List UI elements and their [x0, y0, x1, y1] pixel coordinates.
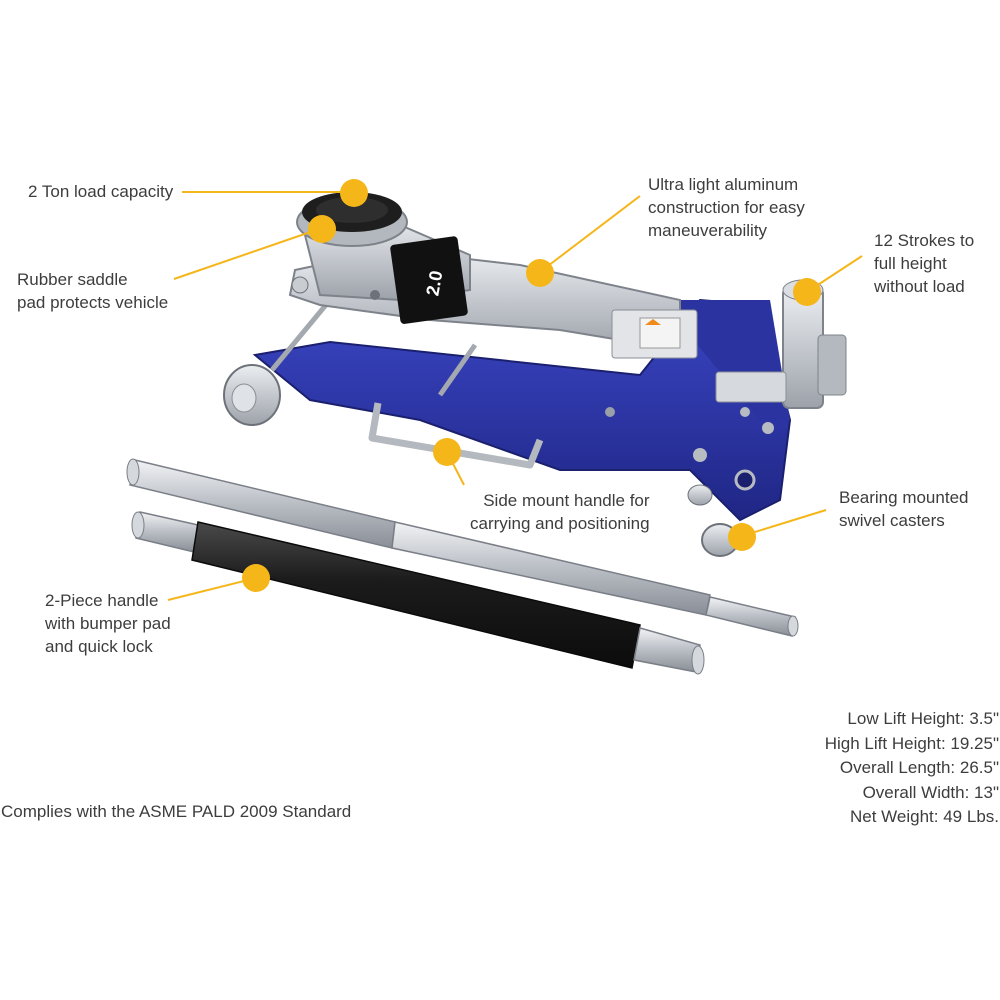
callout-dot-two-piece [242, 564, 270, 592]
callout-dot-casters [728, 523, 756, 551]
callout-strokes: 12 Strokes to full height without load [874, 231, 975, 296]
spec-low-lift-height: Low Lift Height: 3.5" [847, 709, 999, 728]
callout-casters: Bearing mounted swivel casters [839, 488, 969, 530]
capacity-decal: 2.0 [422, 269, 446, 297]
spec-high-lift-height: High Lift Height: 19.25" [824, 733, 999, 753]
callout-side-handle: Side mount handle for carrying and posit… [470, 491, 650, 533]
callout-load-capacity: 2 Ton load capacity [28, 182, 174, 201]
callout-dot-side-handle [433, 438, 461, 466]
spec-overall-length: Overall Length: 26.5" [839, 758, 999, 777]
spec-overall-width: Overall Width: 13" [862, 782, 999, 802]
compliance-note: Complies with the ASME PALD 2009 Standar… [1, 802, 352, 821]
callout-two-piece-handle: 2-Piece handle with bumper pad and quick… [45, 591, 171, 656]
hydraulic-pump [715, 279, 847, 409]
callout-dot-aluminum [526, 259, 554, 287]
spec-list: Low Lift Height: 3.5" High Lift Height: … [825, 707, 999, 830]
callout-aluminum: Ultra light aluminum construction for ea… [648, 175, 805, 240]
callout-lines [167, 191, 863, 601]
aluminum-lift-arm: 2.0 [288, 213, 698, 359]
callout-dot-saddle [308, 215, 336, 243]
blue-frame [252, 298, 792, 522]
two-piece-handle [126, 458, 799, 675]
callout-dot-load-capacity [340, 179, 368, 207]
spec-net-weight: Net Weight: 49 Lbs. [850, 807, 999, 826]
callout-dot-strokes [793, 278, 821, 306]
callout-dots [242, 179, 821, 592]
callout-saddle: Rubber saddle pad protects vehicle [17, 270, 169, 312]
front-roller [223, 364, 281, 426]
cross-bars [270, 298, 478, 397]
